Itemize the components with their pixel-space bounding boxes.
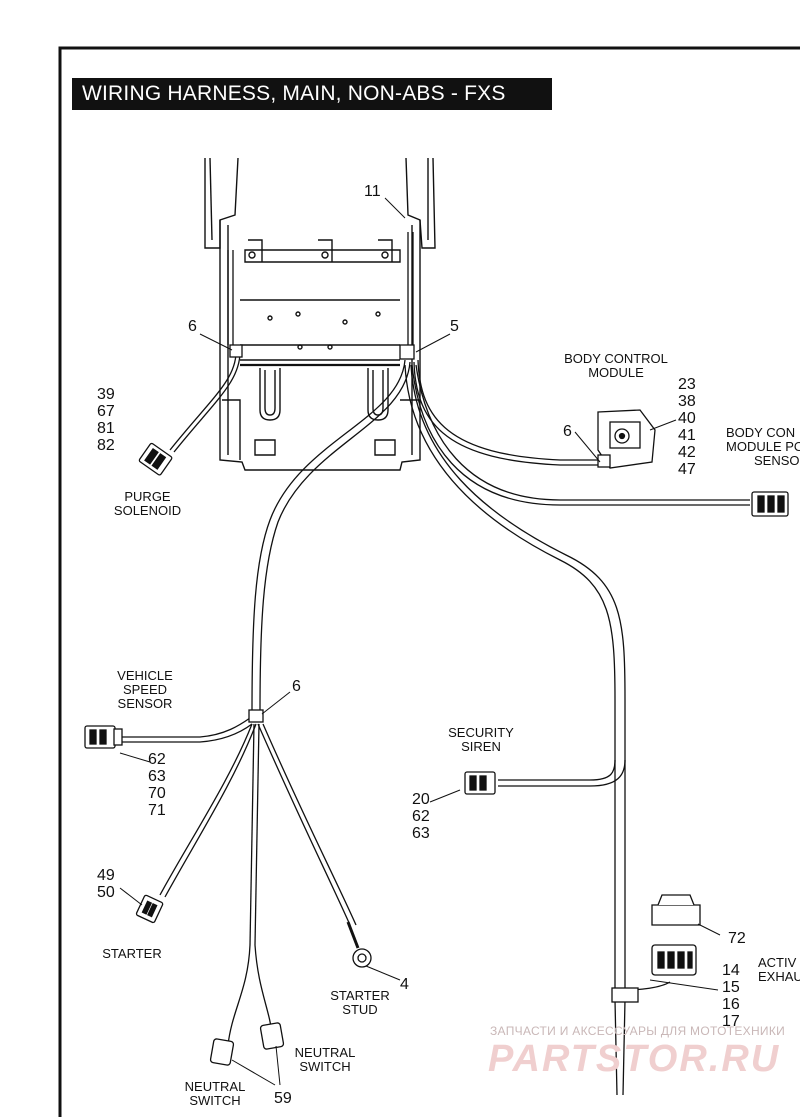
- vss-connector: [84, 725, 123, 749]
- label-body-control-module: BODY CONTROL MODULE: [564, 351, 668, 380]
- clip-right: [399, 344, 415, 360]
- label-neutral-switch-right: NEUTRAL SWITCH: [294, 1045, 356, 1074]
- active-exhaust-cap: [651, 894, 701, 926]
- siren-connector: [464, 771, 496, 795]
- callout-11: 11: [364, 183, 381, 200]
- label-body-control-module-power: BODY CON MODULE PO SENSO: [726, 425, 800, 468]
- components: [84, 344, 789, 1066]
- body-control-module: [597, 409, 656, 469]
- exhaust-part-numbers: 14 15 16 17: [722, 962, 740, 1030]
- starter-stud-ring: [346, 921, 372, 968]
- neutral-switch-connector-right: [259, 1022, 285, 1050]
- page-border: [58, 46, 800, 1117]
- watermark-subtitle: ЗАПЧАСТИ И АКСЕССУАРЫ ДЛЯ МОТОТЕХНИКИ: [490, 1024, 786, 1038]
- neutral-switch-connector-left: [209, 1038, 235, 1066]
- starter-part-numbers: 49 50: [97, 867, 115, 901]
- harness-wires: [120, 232, 750, 1096]
- callout-59: 59: [274, 1090, 292, 1107]
- vss-part-numbers: 62 63 70 71: [148, 751, 166, 819]
- label-starter: STARTER: [102, 946, 162, 961]
- label-active-exhaust: ACTIV EXHAU: [758, 955, 800, 984]
- purge-solenoid-connector: [138, 442, 173, 476]
- watermark-logo: PARTSTOR.RU: [488, 1038, 781, 1080]
- callout-6-left: 6: [188, 318, 197, 335]
- starter-connector: [135, 894, 164, 924]
- bcm-part-numbers: 23 38 40 41 42 47: [678, 376, 696, 478]
- clip-left: [229, 344, 243, 358]
- purge-part-numbers: 39 67 81 82: [97, 386, 115, 454]
- clip-exhaust: [611, 987, 639, 1003]
- clip-mid: [248, 709, 264, 723]
- leader-lines: [119, 197, 721, 1086]
- callout-6-bcm: 6: [563, 423, 572, 440]
- frame-bracket: [204, 157, 436, 471]
- bcm-power-sensor-connector: [751, 491, 789, 517]
- active-exhaust-connector: [651, 944, 697, 976]
- label-security-siren: SECURITY SIREN: [448, 725, 514, 754]
- callout-5: 5: [450, 318, 459, 335]
- label-starter-stud: STARTER STUD: [330, 988, 390, 1017]
- diagram-title: WIRING HARNESS, MAIN, NON-ABS - FXS: [72, 78, 552, 110]
- label-neutral-switch-left: NEUTRAL SWITCH: [184, 1079, 246, 1108]
- callout-72: 72: [728, 930, 746, 947]
- callout-6-mid: 6: [292, 678, 301, 695]
- label-vehicle-speed-sensor: VEHICLE SPEED SENSOR: [117, 668, 173, 711]
- label-purge-solenoid: PURGE SOLENOID: [113, 489, 182, 518]
- callout-4: 4: [400, 976, 409, 993]
- siren-part-numbers: 20 62 63: [412, 791, 430, 842]
